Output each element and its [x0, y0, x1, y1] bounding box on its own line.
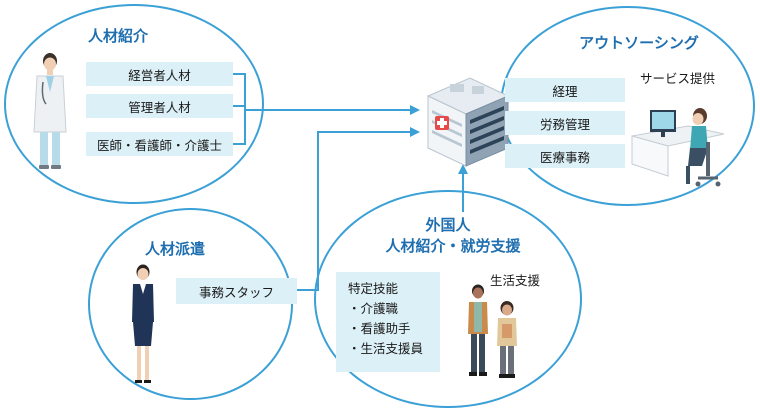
outsourcing-service-label: サービス提供: [640, 71, 716, 86]
recruit-item-medical: 医師・看護師・介護士: [86, 132, 233, 156]
dispatch-title: 人材派遣: [144, 240, 205, 258]
foreign-title-line1: 外国人: [425, 216, 471, 234]
foreign-workers-figure: [468, 284, 517, 378]
office-staff-figure: [132, 264, 154, 383]
outsourcing-circle: [500, 6, 755, 206]
outsourcing-item-accounting: 経理: [505, 78, 625, 102]
outsourcing-item-labor: 労務管理: [505, 111, 625, 135]
recruit-item-manager: 管理者人材: [86, 94, 233, 118]
desk-worker-figure: [631, 108, 725, 187]
recruit-item-executive: 経営者人材: [86, 62, 233, 86]
recruit-title: 人材紹介: [87, 27, 148, 45]
doctor-figure: [33, 53, 67, 169]
outsourcing-item-medical-office: 医療事務: [505, 144, 625, 168]
dispatch-circle: [88, 208, 293, 400]
specified-skills-title: 特定技能: [348, 281, 399, 296]
recruit-bracket-line: [233, 73, 246, 145]
foreign-life-support-label: 生活支援: [490, 273, 541, 288]
dispatch-arrow: [297, 127, 420, 291]
foreign-title-line2: 人材紹介・就労支援: [385, 237, 521, 255]
skill-item-care: ・介護職: [348, 301, 399, 316]
skill-item-nursing-assistant: ・看護助手: [348, 321, 411, 336]
hospital-building-icon: [426, 77, 510, 167]
specified-skills-box: 特定技能 ・介護職 ・看護助手 ・生活支援員: [336, 272, 440, 372]
outsourcing-title: アウトソーシング: [579, 34, 699, 52]
skill-item-life-support: ・生活支援員: [348, 341, 424, 356]
dispatch-item-office-staff: 事務スタッフ: [176, 278, 297, 304]
